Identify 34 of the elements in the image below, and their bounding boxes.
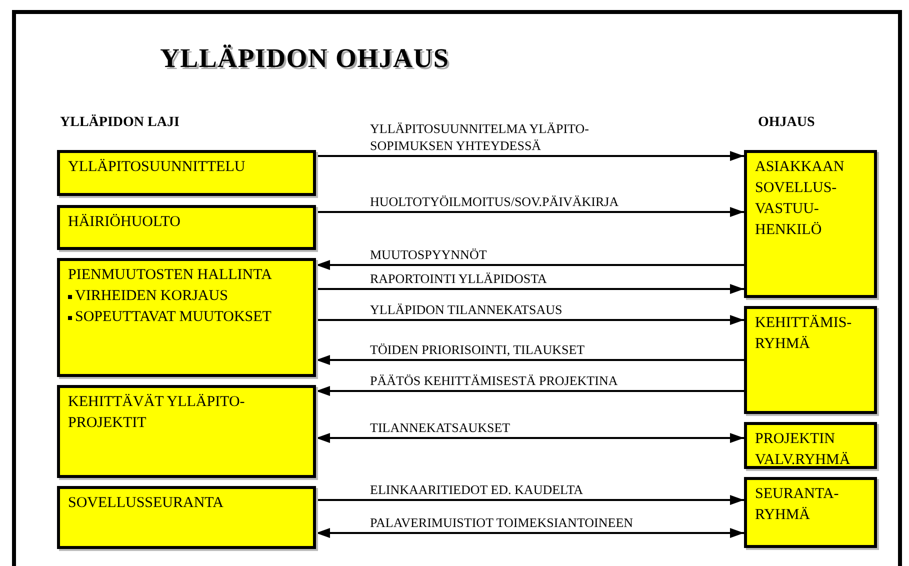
process-box [57, 385, 316, 478]
process-box [744, 422, 877, 469]
box-text: KEHITTÄVÄT YLLÄPITO- PROJEKTIT [68, 393, 246, 433]
arrow [316, 355, 744, 365]
box-text: KEHITTÄMIS- RYHMÄ [755, 314, 853, 354]
process-box [744, 477, 877, 548]
arrow [316, 433, 744, 443]
process-box [57, 150, 316, 196]
box-text: YLLÄPITOSUUNNITTELU [68, 158, 246, 177]
title: YLLÄPIDON OHJAUS [160, 42, 450, 75]
process-box [57, 205, 316, 250]
arrow [316, 284, 744, 294]
arrow [316, 386, 744, 396]
box-text: PIENMUUTOSTEN HALLINTA [68, 266, 273, 285]
edge-label: TÖIDEN PRIORISOINTI, TILAUKSET [368, 341, 587, 358]
box-text: SEURANTA- RYHMÄ [755, 485, 840, 525]
box-text: ASIAKKAAN SOVELLUS- VASTUU- HENKILÖ [755, 158, 846, 240]
process-box [57, 486, 316, 549]
arrow [316, 528, 744, 538]
bullet-text: VIRHEIDEN KORJAUS [75, 287, 228, 306]
arrow [316, 495, 744, 505]
process-box [744, 150, 877, 298]
arrow [316, 207, 744, 217]
column-heading: YLLÄPIDON LAJI [60, 114, 180, 132]
process-box [744, 306, 877, 414]
arrow [316, 315, 744, 325]
bullet-text: SOPEUTTAVAT MUUTOKSET [75, 308, 272, 327]
arrow [316, 260, 744, 270]
box-text: SOVELLUSSEURANTA [68, 494, 224, 513]
process-box [57, 258, 316, 377]
arrow [316, 151, 744, 161]
box-text: HÄIRIÖHUOLTO [68, 213, 182, 232]
box-text: PROJEKTIN VALV.RYHMÄ [755, 430, 852, 470]
column-heading: OHJAUS [758, 114, 815, 132]
